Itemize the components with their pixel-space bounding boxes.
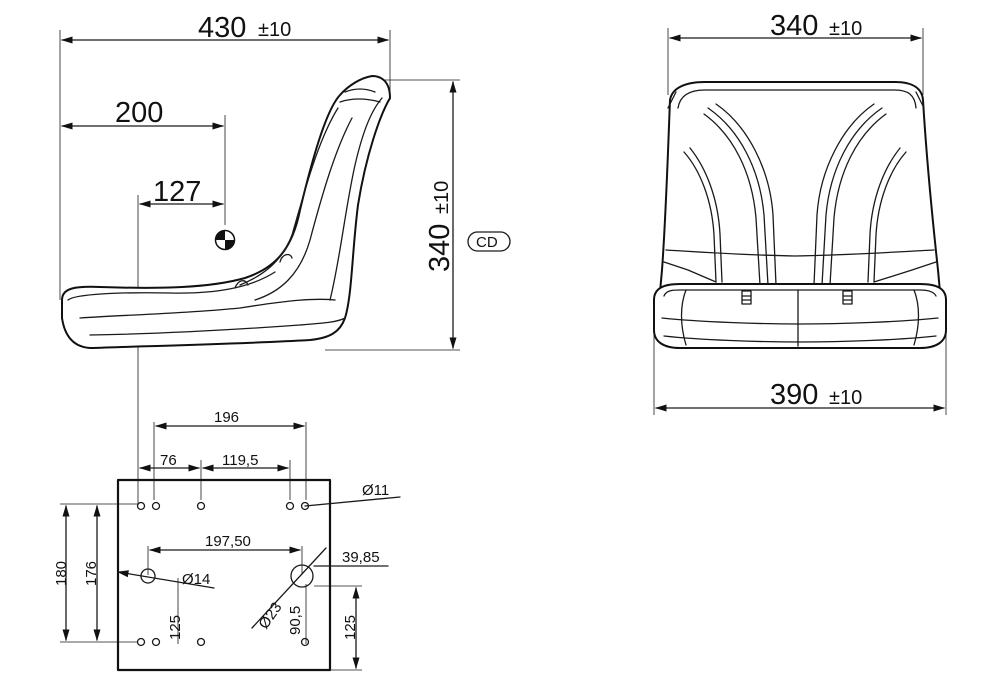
dim-label-340-top: 340: [770, 10, 818, 42]
cd-badge-label: CD: [476, 234, 498, 251]
dim-label-340-vertical: 340: [424, 224, 456, 272]
front-view: 340 ±10 390 ±10: [653, 10, 947, 415]
hole-top-2: [151, 501, 161, 511]
dim-label-200: 200: [115, 97, 163, 129]
dim-label-125-left: 125: [167, 615, 184, 640]
dim-tol-390: ±10: [829, 387, 862, 409]
hole-top-1: [136, 501, 146, 511]
hole-top-4: [285, 501, 295, 511]
seat-profile-outline: [61, 75, 391, 349]
seat-pan-outline: [653, 283, 947, 349]
dim-label-127: 127: [153, 176, 201, 208]
hole-bottom-4: [300, 637, 310, 647]
dim-label-176: 176: [83, 561, 100, 586]
dim-tol-340-vertical: ±10: [431, 181, 453, 214]
bolt-left-icon: [741, 290, 752, 305]
dim-tol-340-top: ±10: [829, 18, 862, 40]
hole-bottom-3: [196, 637, 206, 647]
hole-bottom-1: [136, 637, 146, 647]
hole-bottom-2: [151, 637, 161, 647]
side-view: 430 ±10 200 127 340 ±10 CD: [59, 12, 511, 505]
base-plate-outline: [116, 478, 332, 672]
bolt-right-icon: [842, 290, 853, 305]
dim-label-197-50: 197,50: [205, 533, 251, 550]
hole-large-diameter: Ø14: [182, 571, 210, 588]
dim-label-390: 390: [770, 379, 818, 411]
dim-label-76: 76: [160, 452, 177, 469]
base-plate-view: 196 76 119,5 Ø11 197,50 Ø14 Ø23 39,85: [53, 409, 401, 672]
dim-label-180: 180: [53, 561, 70, 586]
dim-label-90-5: 90,5: [287, 606, 304, 635]
hole-top-3: [196, 501, 206, 511]
hole-large-right: [290, 564, 314, 588]
dim-label-119-5: 119,5: [222, 452, 258, 469]
dim-tol-430: ±10: [258, 19, 291, 41]
dim-label-196: 196: [214, 409, 239, 426]
dim-label-125-right: 125: [342, 615, 359, 640]
backrest-outline: [659, 81, 941, 293]
dim-label-430: 430: [198, 12, 246, 44]
slot-diameter: Ø23: [255, 599, 285, 632]
hole-small-diameter: Ø11: [362, 482, 389, 499]
cd-badge: [467, 231, 511, 252]
dim-label-39-85: 39,85: [342, 549, 380, 566]
